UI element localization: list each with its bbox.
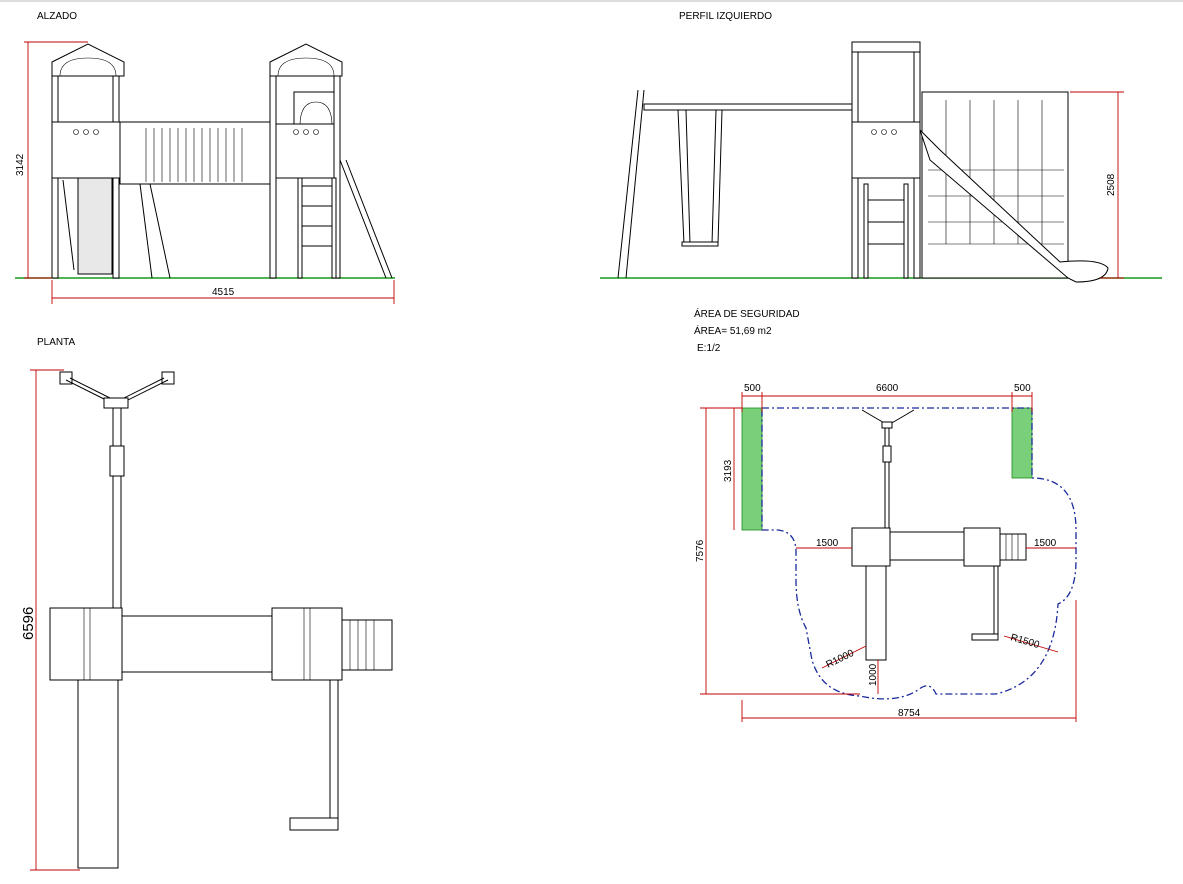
area-value: ÁREA= 51,69 m2 [694, 324, 772, 337]
perfil-title: PERFIL IZQUIERDO [679, 11, 772, 22]
planta-length-dim: 6596 [20, 607, 37, 640]
area-radius-small-dim: R1000 [824, 648, 856, 671]
area-side-depth-dim: 3193 [723, 459, 734, 482]
area-title: ÁREA DE SEGURIDAD [694, 307, 800, 320]
area-right-margin-dim: 500 [1014, 383, 1031, 394]
area-left-gap-dim: 1500 [816, 538, 839, 549]
alzado-height-dim: 3142 [15, 153, 26, 176]
scale-label: E:1/2 [697, 343, 721, 354]
area-total-width-dim: 8754 [898, 708, 921, 719]
planta-plan [30, 369, 393, 871]
alzado-elevation [15, 41, 395, 304]
alzado-width-dim: 4515 [212, 287, 235, 298]
perfil-profile [600, 41, 1162, 283]
alzado-title: ALZADO [37, 11, 77, 22]
perfil-height-dim: 2508 [1106, 173, 1117, 196]
planta-title: PLANTA [37, 337, 75, 348]
area-top-width-dim: 6600 [876, 383, 899, 394]
area-total-height-dim: 7576 [695, 539, 706, 562]
area-bottom-gap-dim: 1000 [868, 663, 879, 686]
safety-area-diagram [700, 392, 1077, 722]
area-right-gap-dim: 1500 [1034, 538, 1057, 549]
area-left-margin-dim: 500 [744, 383, 761, 394]
area-radius-large-dim: R1500 [1009, 632, 1041, 651]
